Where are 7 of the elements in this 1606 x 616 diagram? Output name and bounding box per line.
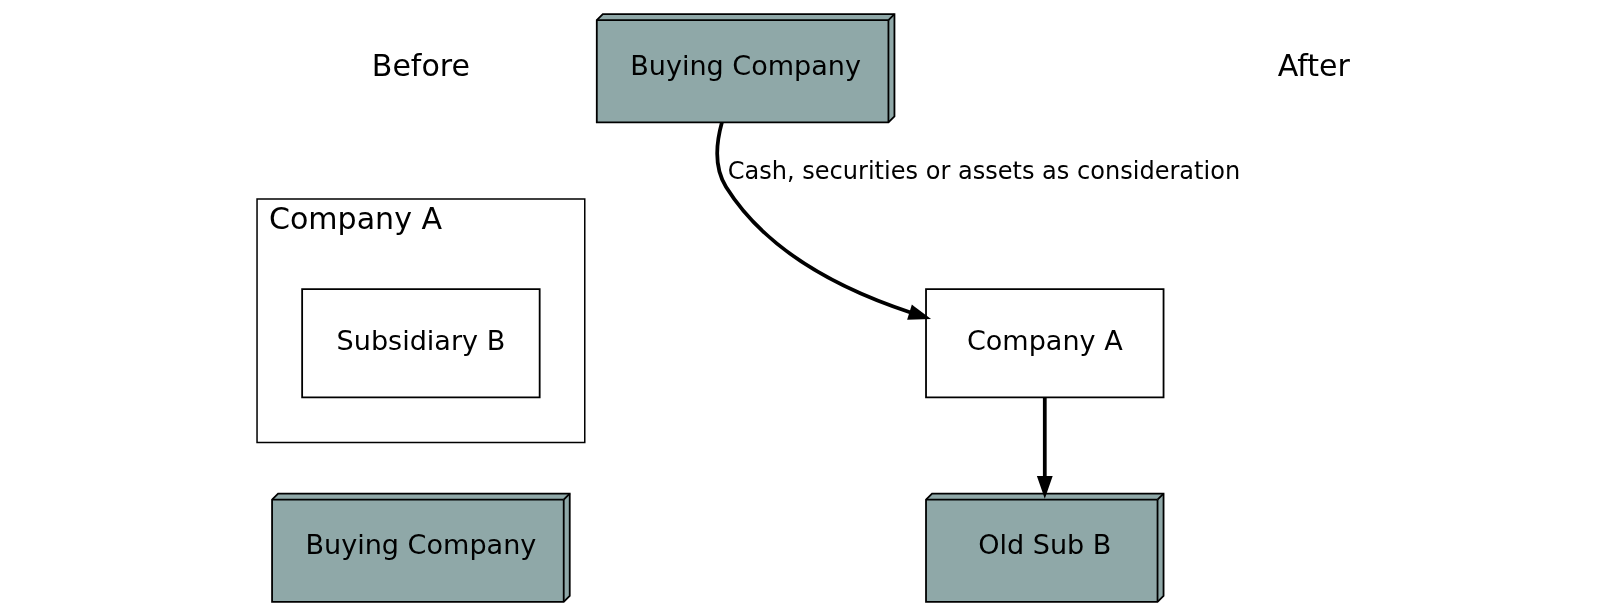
node-box: Subsidiary B: [300, 288, 541, 399]
node-box: Company A: [924, 288, 1164, 399]
label: After: [1277, 47, 1350, 83]
edge-label: Cash, securities or assets as consideration: [727, 157, 1240, 186]
arrow: [1036, 397, 1053, 499]
arrow: [714, 121, 931, 320]
label: Before: [371, 47, 470, 83]
